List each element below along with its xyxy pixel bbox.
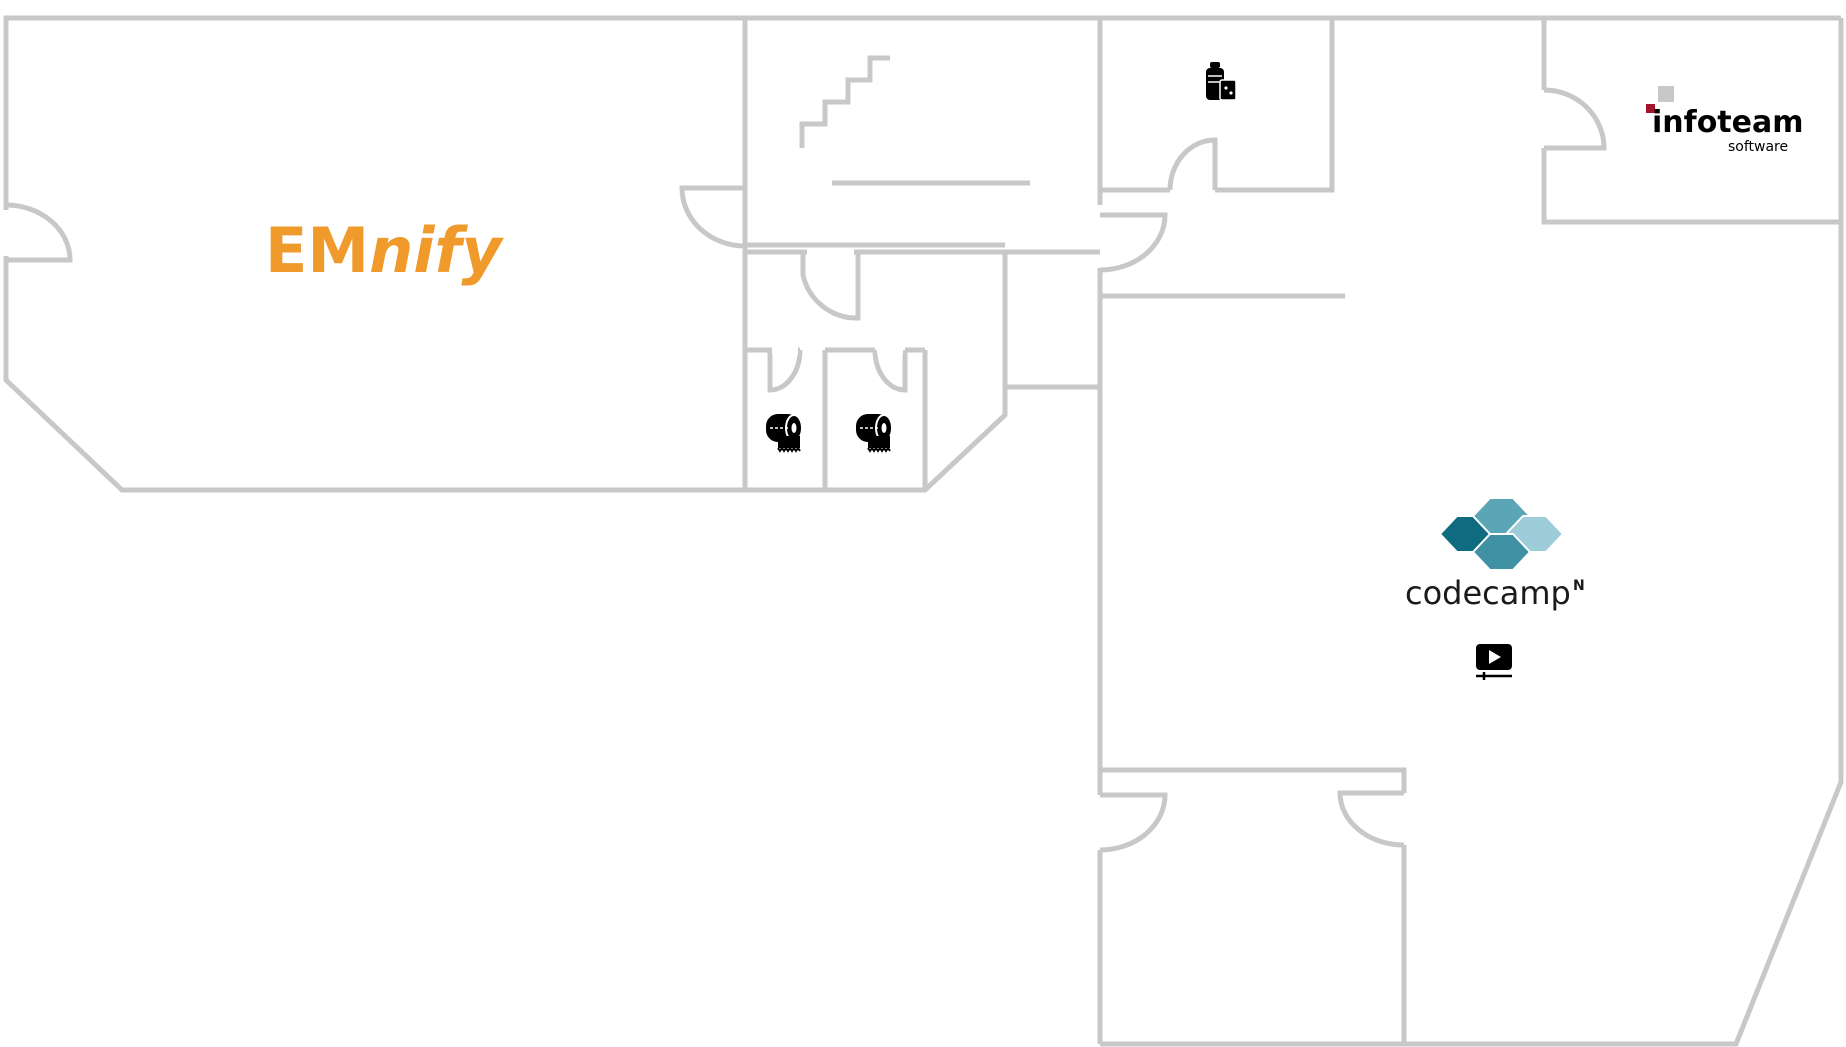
door — [800, 252, 861, 321]
door — [679, 185, 746, 249]
wc-block-wall — [745, 249, 1008, 493]
door — [1543, 87, 1607, 151]
infoteam-room-wall-lower — [1541, 148, 1841, 225]
door — [1167, 137, 1218, 191]
door — [3, 202, 73, 263]
meeting-room-wall — [1100, 767, 1407, 793]
left-wing-walls — [3, 15, 1100, 493]
presentation-screen-icon — [1476, 644, 1512, 680]
kitchen-wall — [1215, 18, 1335, 193]
emnify-room-wall-lower — [3, 18, 748, 493]
codecamp-logo: codecamp N — [1405, 497, 1585, 612]
emnify-logo-upright: EM — [265, 214, 369, 287]
door — [1099, 792, 1168, 853]
right-wing-doors — [1099, 87, 1607, 853]
emnify-room-wall — [3, 15, 745, 205]
left-wing-doors — [1, 185, 908, 393]
codecamp-logo-superscript: N — [1573, 578, 1585, 594]
emnify-logo: EMnify — [265, 214, 504, 287]
stairs — [799, 55, 890, 148]
infoteam-logo-subtext: software — [1728, 139, 1788, 155]
infoteam-logo: infoteam software — [1646, 86, 1804, 155]
emnify-logo-italic: nify — [369, 214, 504, 287]
codecamp-logo-text: codecamp — [1405, 574, 1571, 612]
door — [1099, 212, 1168, 273]
door — [872, 349, 908, 393]
door — [767, 349, 803, 393]
east-wall — [1100, 18, 1844, 1047]
toilet-paper-icon — [766, 414, 803, 453]
infoteam-logo-square-grey — [1658, 86, 1674, 102]
door — [1337, 790, 1405, 848]
codecamp-logo-hexagon — [1471, 533, 1532, 571]
infoteam-logo-square-red — [1646, 104, 1655, 113]
infoteam-logo-text: infoteam — [1652, 105, 1804, 140]
emnify-logo-text: EMnify — [265, 214, 504, 287]
right-wing-walls — [1100, 15, 1844, 1047]
kitchen-supplies-icon — [1206, 62, 1237, 101]
toilet-paper-icon — [856, 414, 893, 453]
